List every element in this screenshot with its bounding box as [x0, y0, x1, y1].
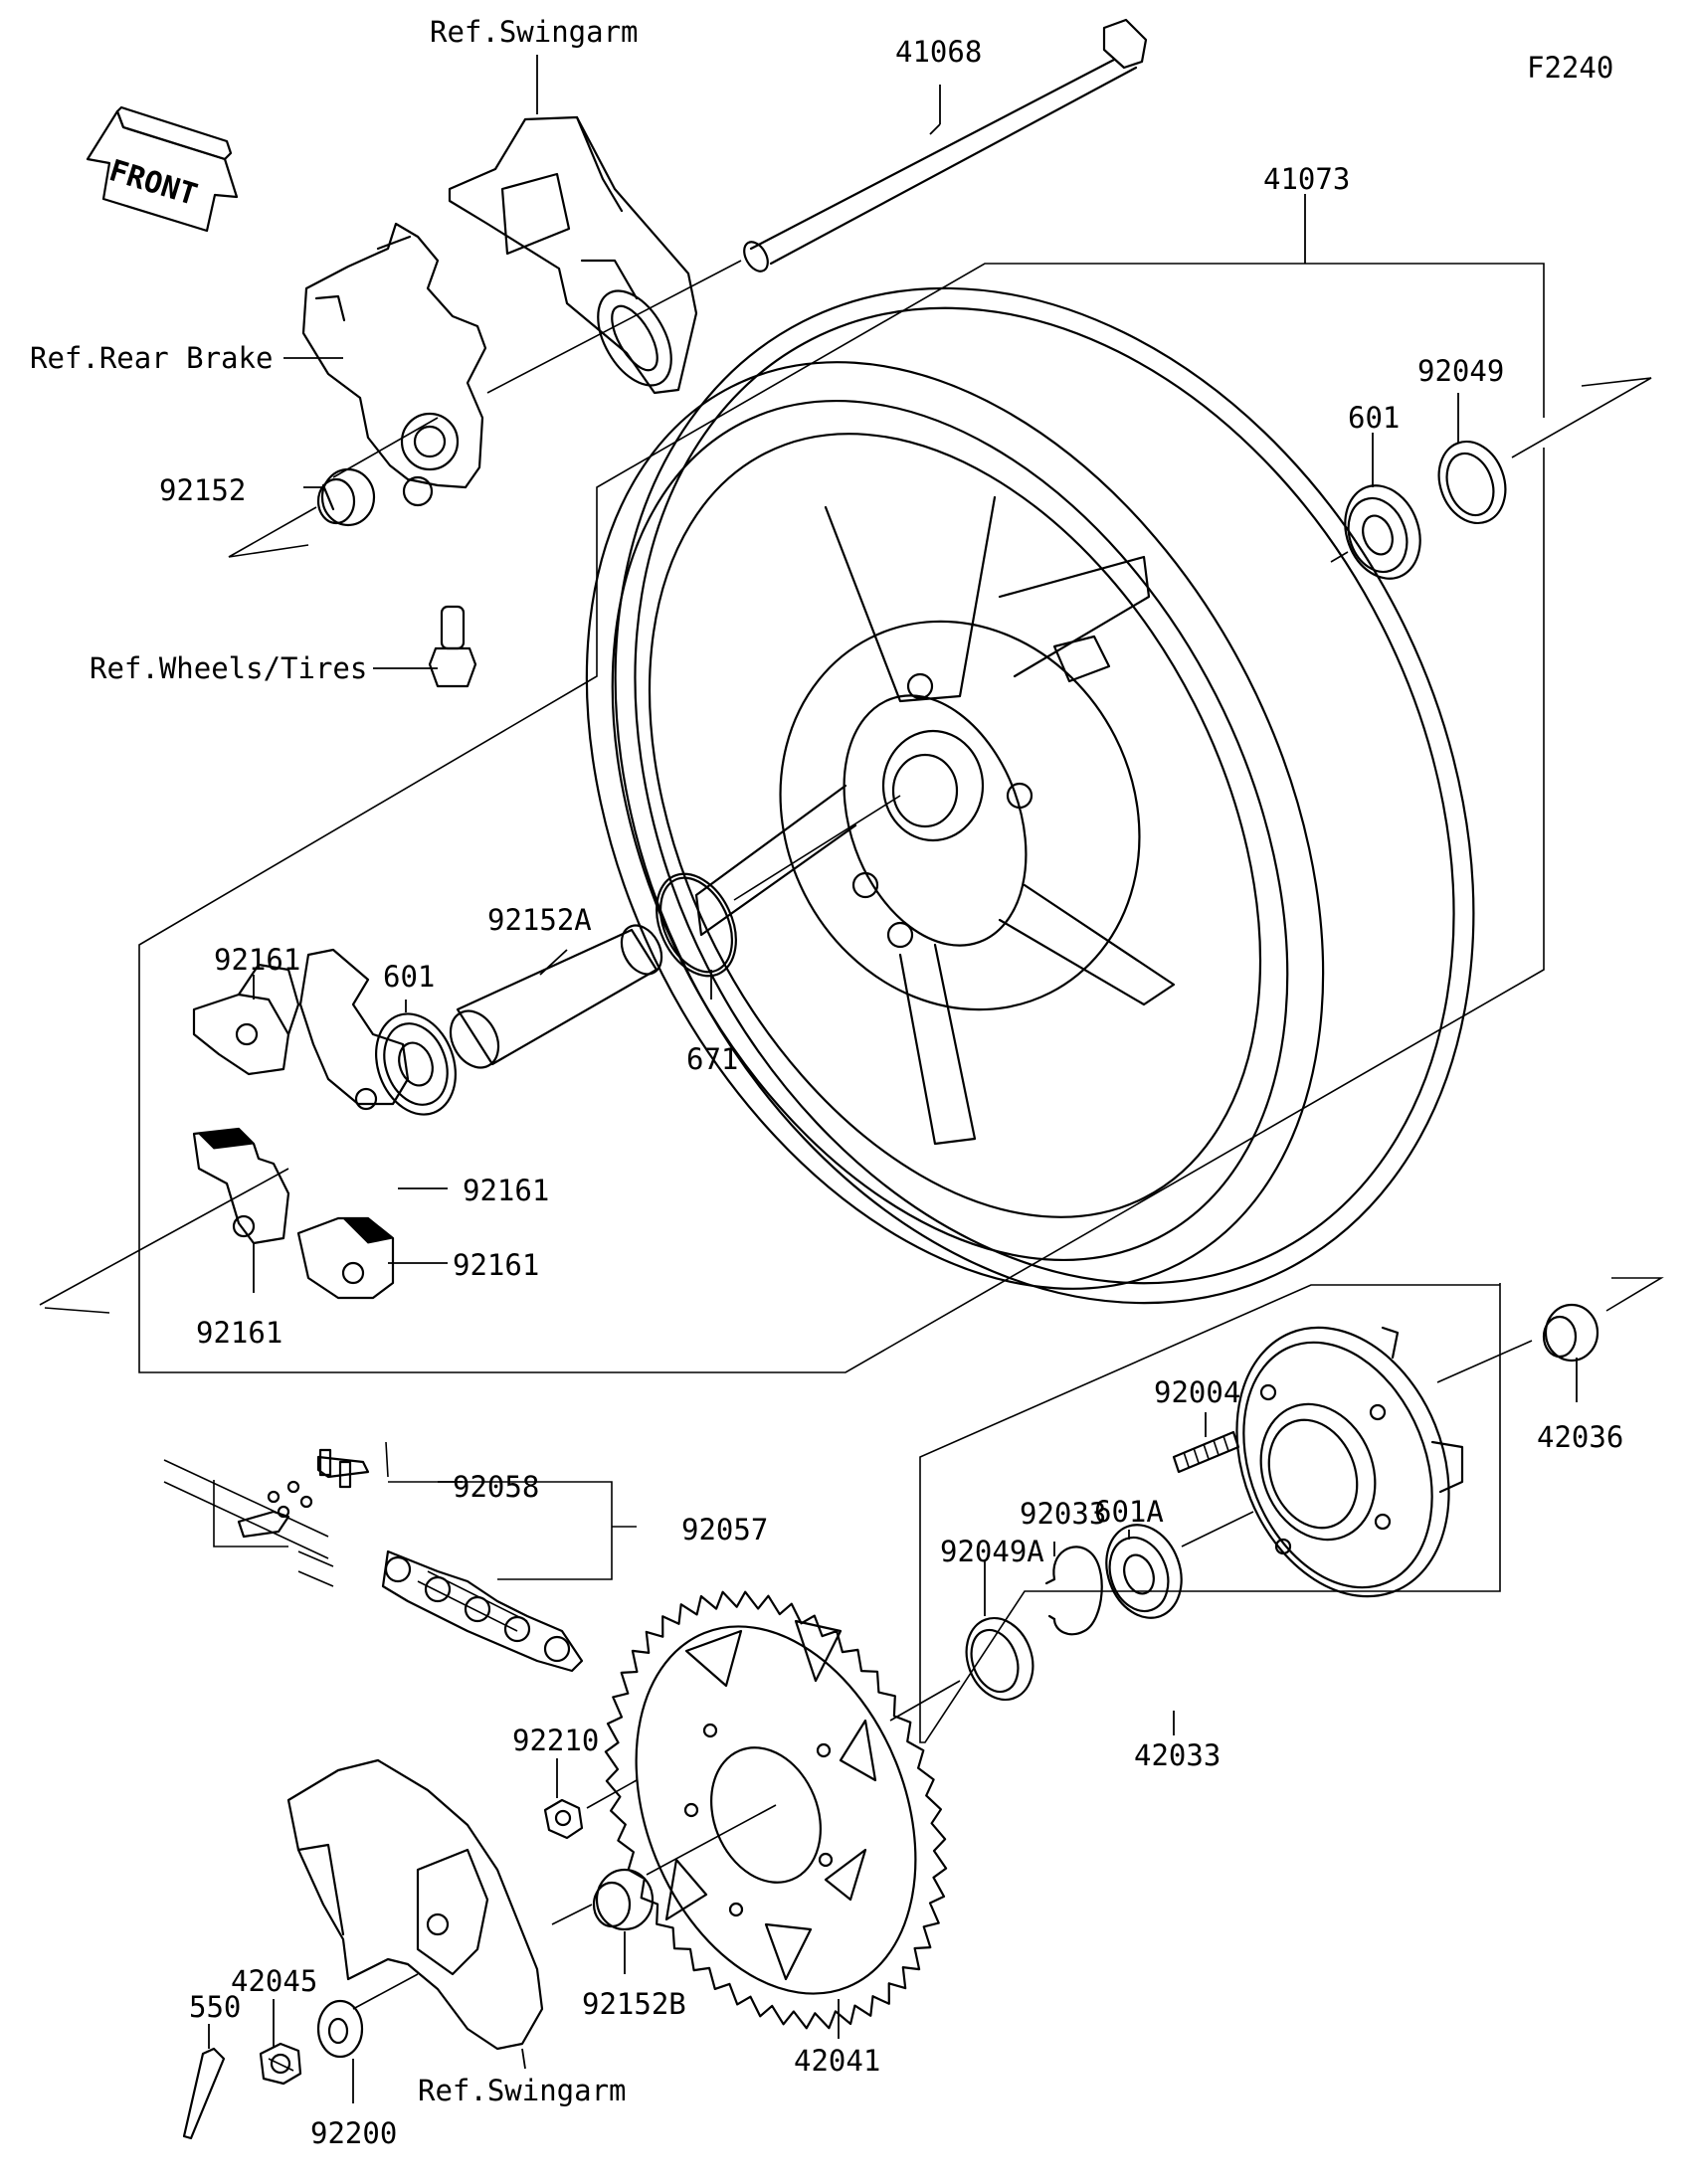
bearing-601A	[1105, 1524, 1183, 1619]
stud-92004	[1172, 1430, 1240, 1474]
washer-92200	[316, 1999, 364, 2059]
nut-92210	[543, 1798, 584, 1840]
label-92049[interactable]: 92049	[1417, 354, 1504, 388]
label-550[interactable]: 550	[189, 1990, 241, 2024]
swingarm-top-ref	[448, 115, 698, 395]
ref-swingarm-top[interactable]: Ref.Swingarm	[430, 15, 639, 49]
label-92152[interactable]: 92152	[159, 473, 246, 507]
cotter-pin-550	[182, 2047, 226, 2140]
oil-seal-92049A	[965, 1616, 1034, 1702]
label-671[interactable]: 671	[686, 1042, 738, 1076]
ref-swingarm-bottom[interactable]: Ref.Swingarm	[418, 2074, 627, 2107]
coupling-assembly-bracket	[919, 1283, 1501, 1743]
label-92161-a[interactable]: 92161	[214, 943, 300, 977]
label-42045[interactable]: 42045	[231, 1964, 317, 1998]
collar-92152B	[592, 1868, 655, 1931]
ref-wheels-tires[interactable]: Ref.Wheels/Tires	[90, 651, 367, 685]
bearing-601-top	[1344, 484, 1421, 580]
label-42033[interactable]: 42033	[1134, 1738, 1221, 1772]
label-601-mid[interactable]: 601	[383, 960, 435, 994]
label-41068[interactable]: 41068	[895, 35, 982, 69]
circlip-92033	[1044, 1546, 1103, 1636]
label-92057[interactable]: 92057	[681, 1513, 768, 1547]
label-601-top[interactable]: 601	[1348, 401, 1400, 435]
label-601A[interactable]: 601A	[1094, 1495, 1164, 1529]
label-42041[interactable]: 42041	[794, 2044, 880, 2078]
label-92152B[interactable]: 92152B	[582, 1987, 686, 2021]
o-ring-671	[656, 872, 737, 978]
master-link-92058	[213, 1448, 370, 1547]
ref-rear-brake[interactable]: Ref.Rear Brake	[30, 341, 273, 375]
label-92161-b[interactable]: 92161	[463, 1174, 549, 1207]
oil-seal-92049	[1437, 440, 1507, 525]
axle-41068	[743, 18, 1148, 273]
wheel-rim	[585, 286, 1475, 1305]
front-arrow-icon: FRONT	[86, 105, 239, 233]
swingarm-bottom-ref	[286, 1758, 544, 2051]
label-92200[interactable]: 92200	[310, 2116, 397, 2150]
rear-brake-bracket-ref	[301, 222, 487, 507]
label-42036[interactable]: 42036	[1537, 1420, 1623, 1454]
collar-92152A	[449, 924, 663, 1069]
diagram-code: F2240	[1527, 51, 1613, 85]
collar-42036	[1542, 1303, 1599, 1363]
collar-92152	[316, 467, 376, 527]
sprocket-42041	[604, 1590, 948, 2030]
label-92210[interactable]: 92210	[512, 1724, 599, 1757]
nut-42045	[259, 2042, 302, 2086]
label-leaders	[208, 55, 1578, 2103]
damper-rubbers-92161	[192, 948, 410, 1300]
label-41073[interactable]: 41073	[1263, 162, 1350, 196]
wheel-assembly-bracket	[138, 263, 1545, 1373]
label-92004[interactable]: 92004	[1154, 1375, 1240, 1409]
label-92033[interactable]: 92033	[1020, 1497, 1106, 1531]
label-92049A[interactable]: 92049A	[940, 1535, 1044, 1568]
label-92161-d[interactable]: 92161	[196, 1316, 282, 1350]
label-92161-c[interactable]: 92161	[453, 1248, 539, 1282]
label-92152A[interactable]: 92152A	[487, 903, 592, 937]
label-92058[interactable]: 92058	[453, 1470, 539, 1504]
bearing-601-mid	[375, 1012, 457, 1116]
coupling-hub	[1235, 1326, 1464, 1598]
valve-stem-ref	[428, 605, 477, 688]
